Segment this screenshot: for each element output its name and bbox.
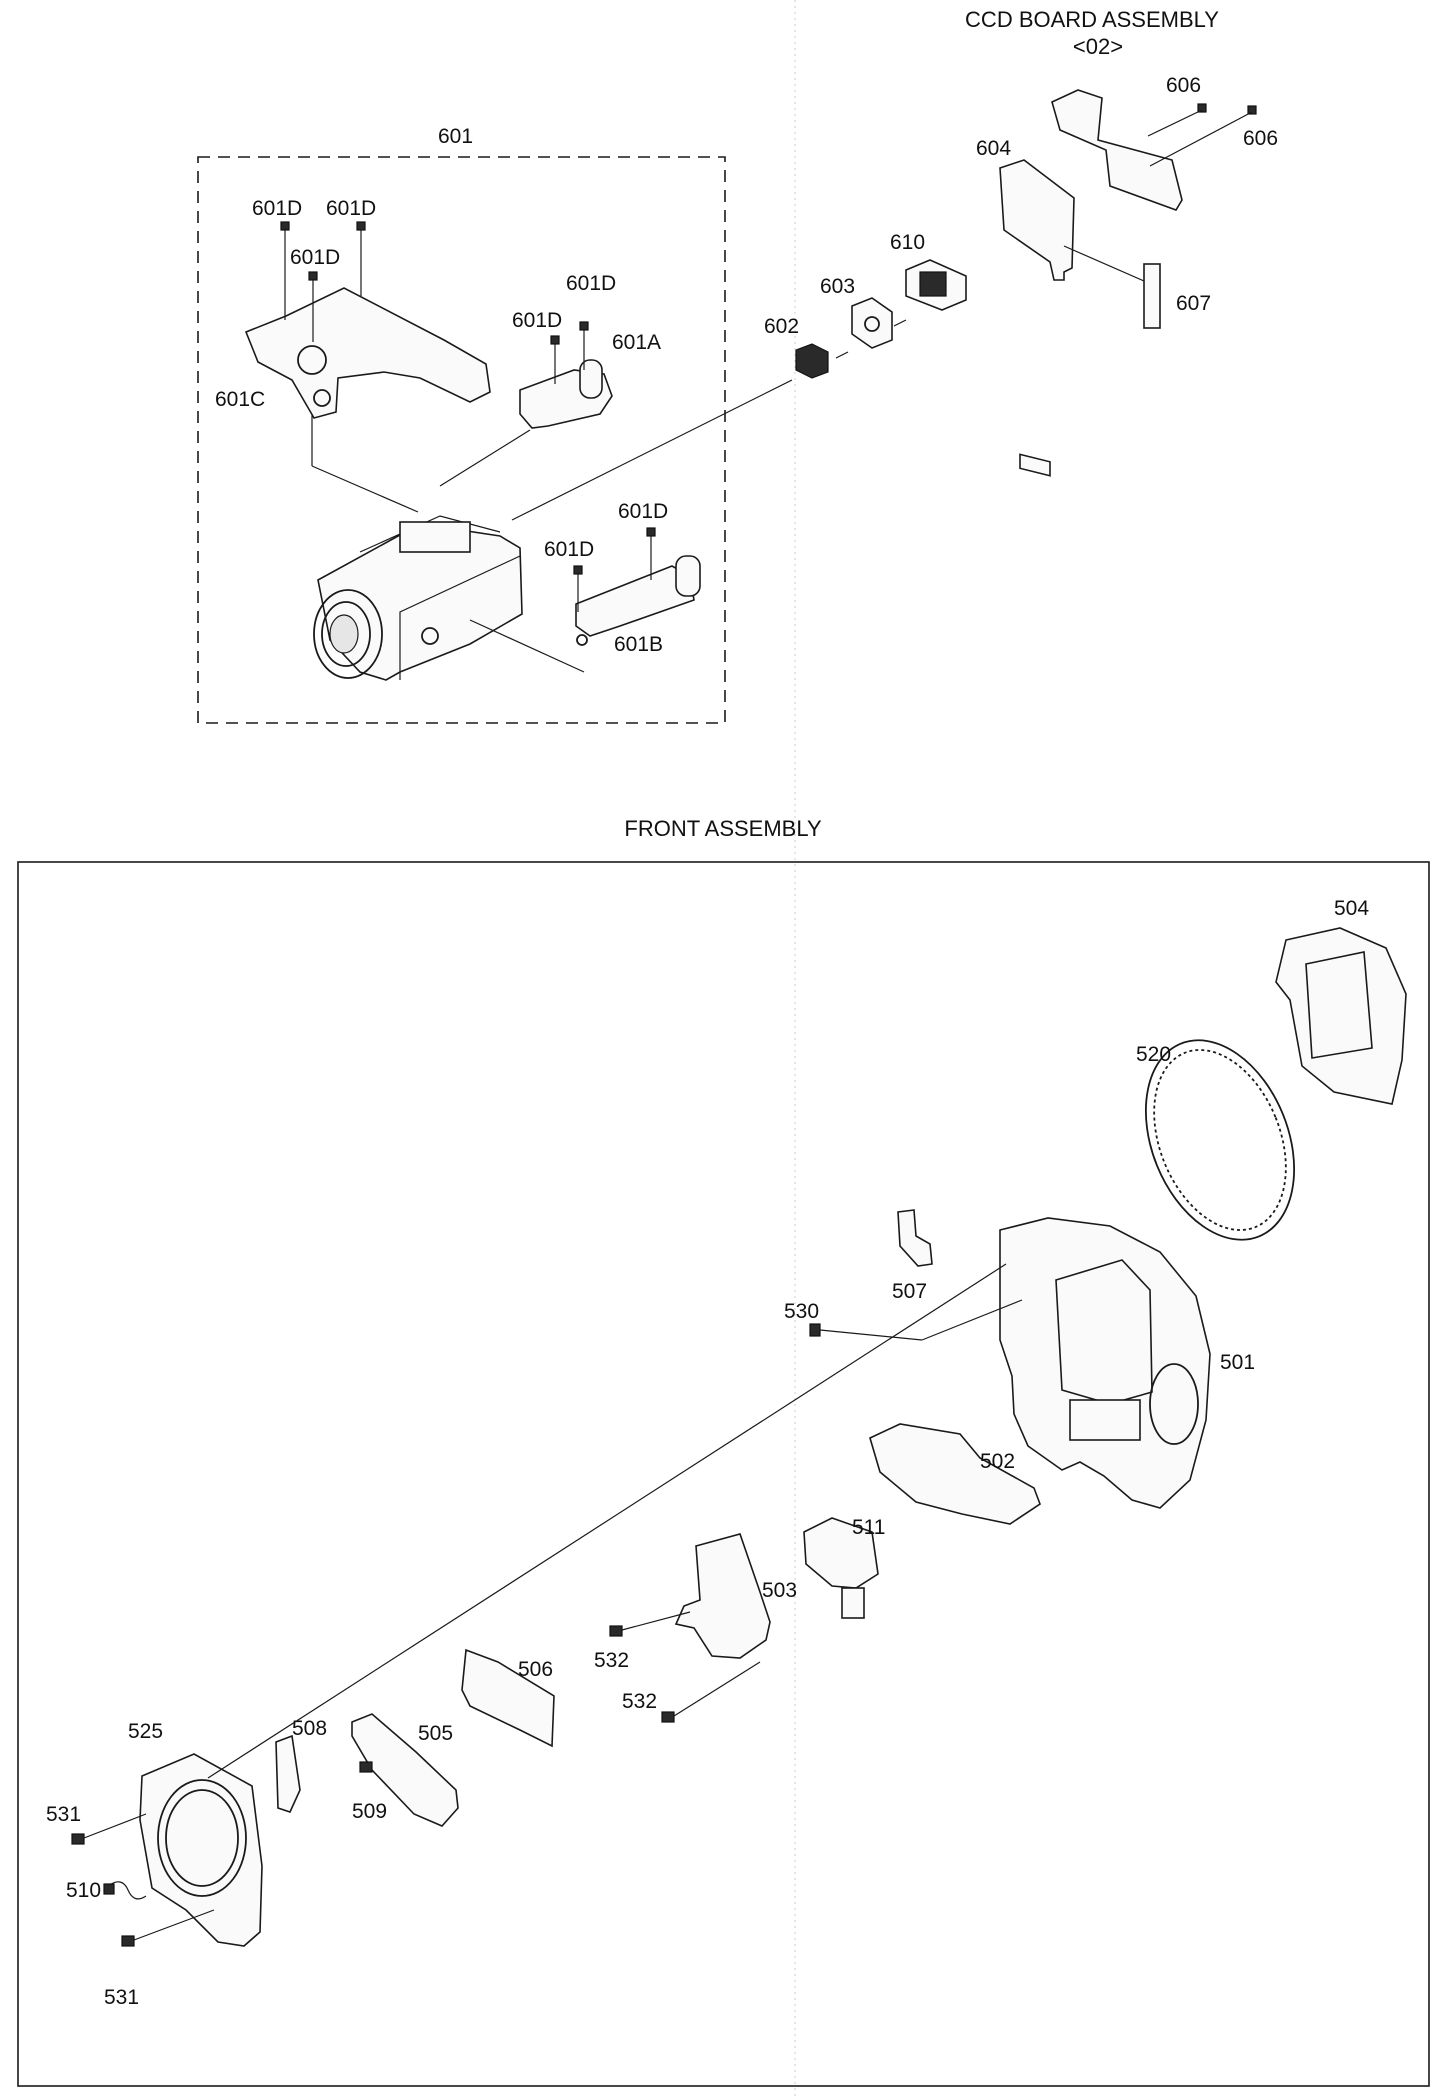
part-508-switch	[275, 1734, 301, 1813]
part-511-switch	[803, 1517, 879, 1589]
screw-606-b	[1149, 105, 1257, 167]
label-525: 525	[128, 1720, 163, 1743]
screw-601d-1	[280, 221, 290, 320]
ccd-board-assembly-subtitle: <02>	[1073, 34, 1123, 59]
front-assembly-frame	[17, 861, 1430, 2087]
label-532-b: 532	[622, 1690, 657, 1713]
label-601d-5: 601D	[566, 272, 616, 295]
screw-530	[809, 1323, 923, 1341]
label-601d-4: 601D	[512, 309, 562, 332]
screw-531-a	[71, 1813, 147, 1845]
part-502-plate	[869, 1423, 1041, 1525]
label-531-b: 531	[104, 1986, 139, 2009]
label-607: 607	[1176, 292, 1211, 315]
label-601d-1: 601D	[252, 197, 302, 220]
label-510: 510	[66, 1879, 101, 1902]
label-507: 507	[892, 1280, 927, 1303]
lens-block-601: 601 601C 601D 601D 601D 601D 601D 601A	[197, 125, 726, 724]
screw-532-b	[661, 1661, 761, 1723]
screw-601d-7	[646, 527, 656, 580]
label-606-b: 606	[1243, 127, 1278, 150]
ccd-board-assembly: CCD BOARD ASSEMBLY <02> 606 606 604 607 …	[511, 7, 1278, 521]
label-601d-7: 601D	[618, 500, 668, 523]
part-602-optical-filter	[795, 343, 829, 379]
group-601-dashed-box	[197, 156, 726, 724]
label-601a: 601A	[612, 331, 661, 354]
part-604-board	[999, 159, 1075, 281]
label-505: 505	[418, 1722, 453, 1745]
part-601b-motor	[575, 565, 695, 637]
ccd-board-assembly-title: CCD BOARD ASSEMBLY	[965, 7, 1219, 32]
screw-606-a	[1147, 103, 1207, 137]
label-502: 502	[980, 1450, 1015, 1473]
screw-601d-5	[579, 321, 589, 370]
part-607-bar	[1143, 263, 1161, 329]
label-601c: 601C	[215, 388, 265, 411]
part-506-gasket	[461, 1648, 555, 1748]
part-507-clip	[897, 1209, 933, 1267]
label-531-a: 531	[46, 1803, 81, 1826]
screw-601d-6	[573, 565, 583, 612]
screw-601d-3	[308, 271, 318, 342]
label-506: 506	[518, 1658, 553, 1681]
part-601c-flex	[244, 287, 491, 419]
label-504: 504	[1334, 897, 1369, 920]
label-601d-2: 601D	[326, 197, 376, 220]
label-503: 503	[762, 1579, 797, 1602]
label-501: 501	[1220, 1351, 1255, 1374]
label-530: 530	[784, 1300, 819, 1323]
part-525-front-frame	[139, 1753, 263, 1947]
label-601-group: 601	[438, 125, 473, 148]
label-601b: 601B	[614, 633, 663, 656]
screw-531-b	[121, 1909, 215, 1947]
part-603-filter	[851, 297, 893, 349]
screw-601d-4	[550, 335, 560, 384]
label-602: 602	[764, 315, 799, 338]
label-509: 509	[352, 1800, 387, 1823]
front-assembly-title: FRONT ASSEMBLY	[624, 816, 822, 841]
screw-532-a	[609, 1611, 691, 1637]
label-508: 508	[292, 1717, 327, 1740]
label-532-a: 532	[594, 1649, 629, 1672]
label-610: 610	[890, 231, 925, 254]
label-601d-6: 601D	[544, 538, 594, 561]
screw-601d-2	[356, 221, 366, 296]
label-601d-3: 601D	[290, 246, 340, 269]
label-520: 520	[1136, 1043, 1171, 1066]
part-509-pin	[359, 1761, 373, 1773]
part-505-shutter	[351, 1713, 459, 1827]
part-510-spring	[107, 1881, 147, 1900]
label-511: 511	[852, 1516, 885, 1539]
part-503-bracket	[674, 1533, 771, 1659]
part-520-ring	[1144, 1039, 1296, 1241]
label-606-a: 606	[1166, 74, 1201, 97]
label-604: 604	[976, 137, 1011, 160]
part-606-bracket	[1051, 89, 1183, 211]
label-603: 603	[820, 275, 855, 298]
front-assembly: FRONT ASSEMBLY 504 520 507 530 501 502	[17, 816, 1430, 2087]
lens-front-ring	[313, 589, 383, 679]
